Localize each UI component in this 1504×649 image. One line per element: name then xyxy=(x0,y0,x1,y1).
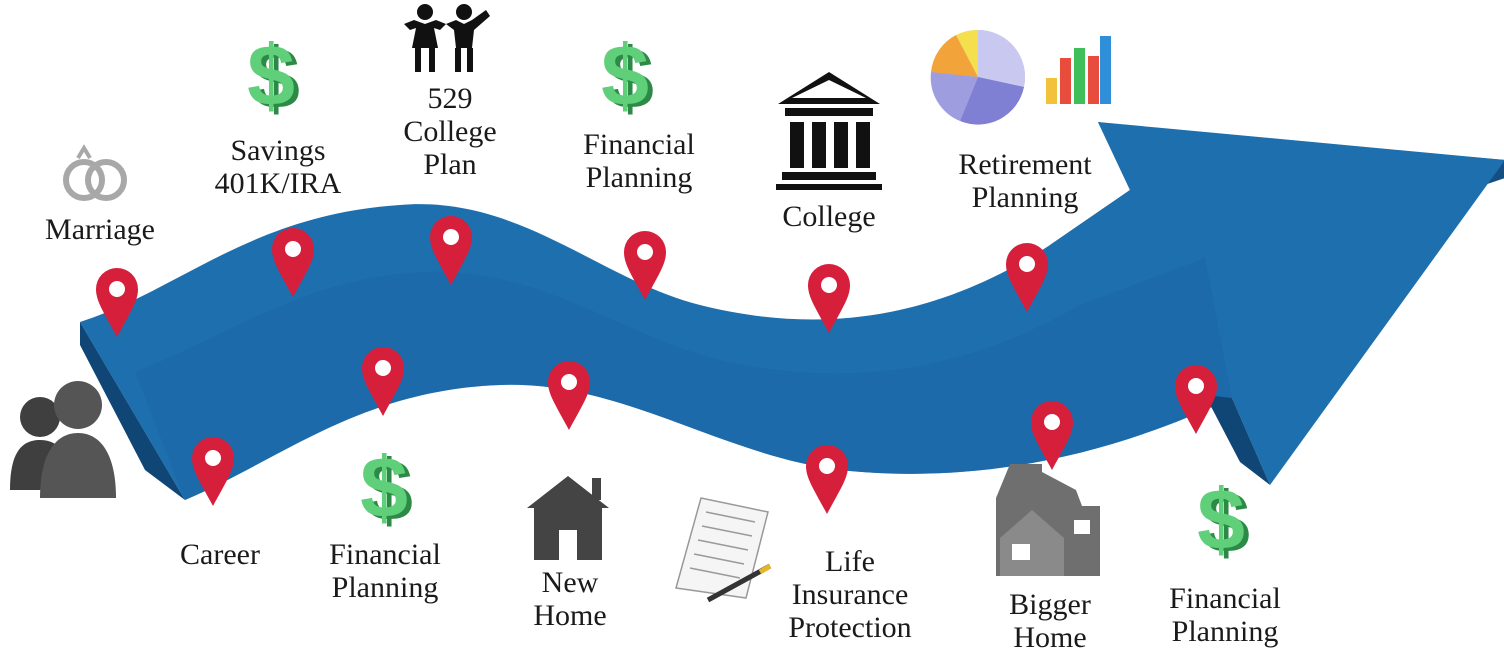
dollar-icon xyxy=(247,28,300,127)
label-college: College xyxy=(782,200,876,233)
document-icon xyxy=(675,497,772,603)
bar-chart-icon xyxy=(1046,36,1111,104)
arrow-inner-band xyxy=(135,258,1232,500)
dollar-icon xyxy=(360,440,413,539)
label-career: Career xyxy=(180,538,260,571)
rings-icon xyxy=(63,144,127,201)
label-bigger-home: Bigger Home xyxy=(1009,588,1091,649)
children-icon xyxy=(404,4,490,72)
pie-chart-icon xyxy=(930,29,1026,125)
map-pin-icon xyxy=(548,361,590,430)
people-icon xyxy=(10,381,116,498)
label-new-home: New Home xyxy=(533,566,607,632)
growth-arrow xyxy=(80,122,1504,500)
label-savings-401k-ira: Savings 401K/IRA xyxy=(214,134,342,200)
label-retirement-planning: Retirement Planning xyxy=(958,148,1092,214)
bank-icon xyxy=(776,72,882,190)
map-pin-icon xyxy=(806,445,848,514)
map-pin-icon xyxy=(1175,365,1217,434)
house-icon xyxy=(527,476,609,560)
label-financial-planning-1: Financial Planning xyxy=(329,538,441,604)
dollar-icon xyxy=(1197,472,1250,571)
map-pin-icon xyxy=(192,437,234,506)
label-financial-planning-2: Financial Planning xyxy=(1169,582,1281,648)
label-financial-planning-top: Financial Planning xyxy=(583,128,695,194)
label-marriage: Marriage xyxy=(45,213,155,246)
label-529-college-plan: 529 College Plan xyxy=(403,82,497,181)
bigger-house-icon xyxy=(996,464,1100,576)
arrow-head-side xyxy=(1205,395,1270,485)
dollar-icon xyxy=(601,28,654,127)
label-life-insurance-protection: Life Insurance Protection xyxy=(788,545,912,644)
arrow-left-side xyxy=(80,322,185,500)
